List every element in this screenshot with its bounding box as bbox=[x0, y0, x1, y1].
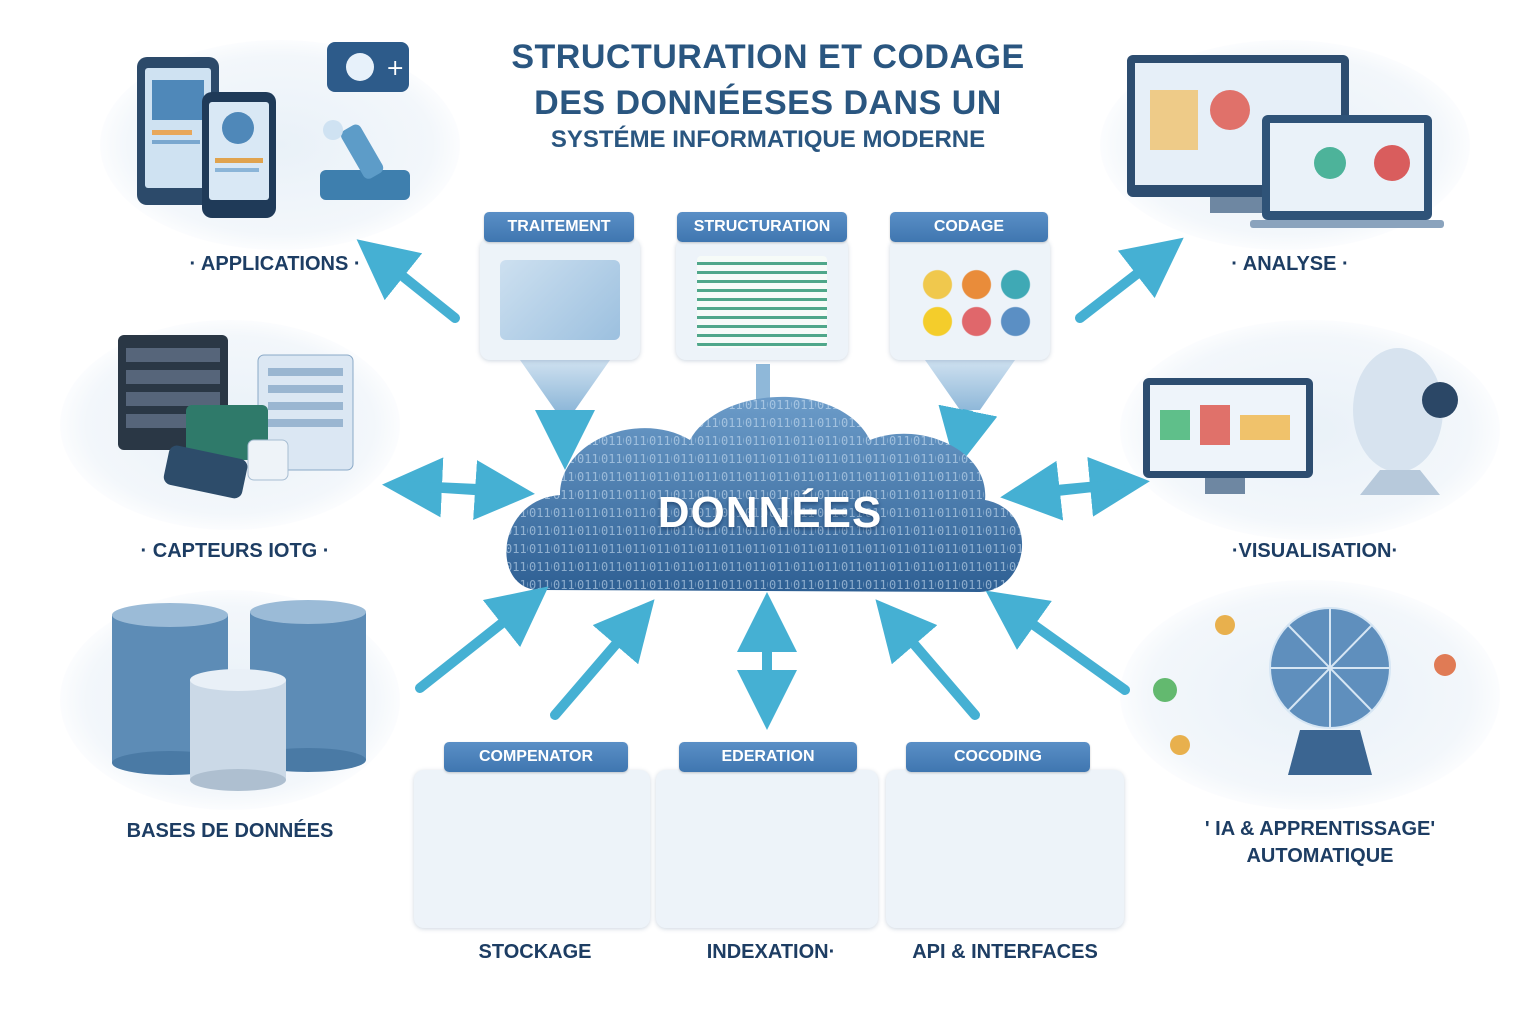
svg-text:+: + bbox=[386, 56, 404, 81]
tag-codage: CODAGE bbox=[890, 212, 1048, 242]
tag-cocoding: COCODING bbox=[906, 742, 1090, 772]
sensor-device-icon bbox=[163, 405, 289, 499]
stockage-label: STOCKAGE bbox=[478, 941, 592, 963]
indexation-label: INDEXATION· bbox=[706, 941, 836, 963]
robot-arm-icon bbox=[320, 120, 410, 200]
tag-ederation: EDERATION bbox=[679, 742, 857, 772]
ai-head-icon bbox=[1353, 348, 1458, 495]
title-line-3: SYSTÉME INFORMATIQUE MODERNE bbox=[550, 126, 986, 153]
tag-structuration: STRUCTURATION bbox=[677, 212, 847, 242]
arrow-applications bbox=[356, 239, 460, 323]
neural-globe-icon bbox=[1153, 607, 1456, 775]
cocoding-card bbox=[886, 770, 1124, 928]
database-cylinders-icon bbox=[112, 600, 366, 791]
tablet-icon bbox=[137, 57, 219, 205]
title-line-1: STRUCTURATION ET CODAGE bbox=[511, 38, 1025, 76]
arrow-stockage bbox=[550, 599, 655, 720]
tag-traitement: TRAITEMENT bbox=[484, 212, 634, 242]
donnees-label: DONNÉES bbox=[657, 488, 883, 537]
applications-label: · APPLICATIONS · bbox=[189, 253, 361, 275]
chat-bubble-icon: + bbox=[327, 42, 409, 92]
analytics-laptop-icon bbox=[1250, 115, 1444, 228]
tag-compenator: COMPENATOR bbox=[444, 742, 628, 772]
ederation-card bbox=[656, 770, 878, 928]
structuration-visual bbox=[697, 256, 827, 348]
analyse-label: · ANALYSE · bbox=[1231, 253, 1349, 275]
funnel-structuration bbox=[756, 364, 770, 400]
capteurs-iot-label: · CAPTEURS IOTG · bbox=[140, 540, 330, 562]
funnel-codage bbox=[925, 360, 1015, 470]
funnel-traitement bbox=[520, 360, 610, 470]
dashboard-monitor-icon bbox=[1143, 378, 1313, 494]
traitement-visual bbox=[500, 260, 620, 340]
ia-label-line2: AUTOMATIQUE bbox=[1246, 845, 1394, 867]
ia-label-line1: ' IA & APPRENTISSAGE' bbox=[1204, 818, 1436, 840]
arrow-analyse bbox=[1075, 237, 1184, 323]
codage-visual bbox=[905, 260, 1035, 342]
arrow-ia bbox=[985, 590, 1130, 695]
title-line-2: DES DONNÉESES DANS UN bbox=[534, 84, 1002, 122]
compenator-card bbox=[414, 770, 650, 928]
arrow-visualisation-back bbox=[1000, 460, 1125, 521]
arrow-iot-back bbox=[407, 460, 535, 521]
bases-de-donnees-label: BASES DE DONNÉES bbox=[126, 820, 334, 842]
data-cloud bbox=[506, 396, 1023, 592]
connection-arrows bbox=[356, 237, 1184, 730]
api-interfaces-label: API & INTERFACES bbox=[912, 941, 1098, 963]
visualisation-label: ·VISUALISATION· bbox=[1231, 540, 1399, 562]
smartphone-icon bbox=[202, 92, 276, 218]
arrow-api bbox=[875, 599, 980, 720]
arrow-databases bbox=[415, 586, 549, 693]
